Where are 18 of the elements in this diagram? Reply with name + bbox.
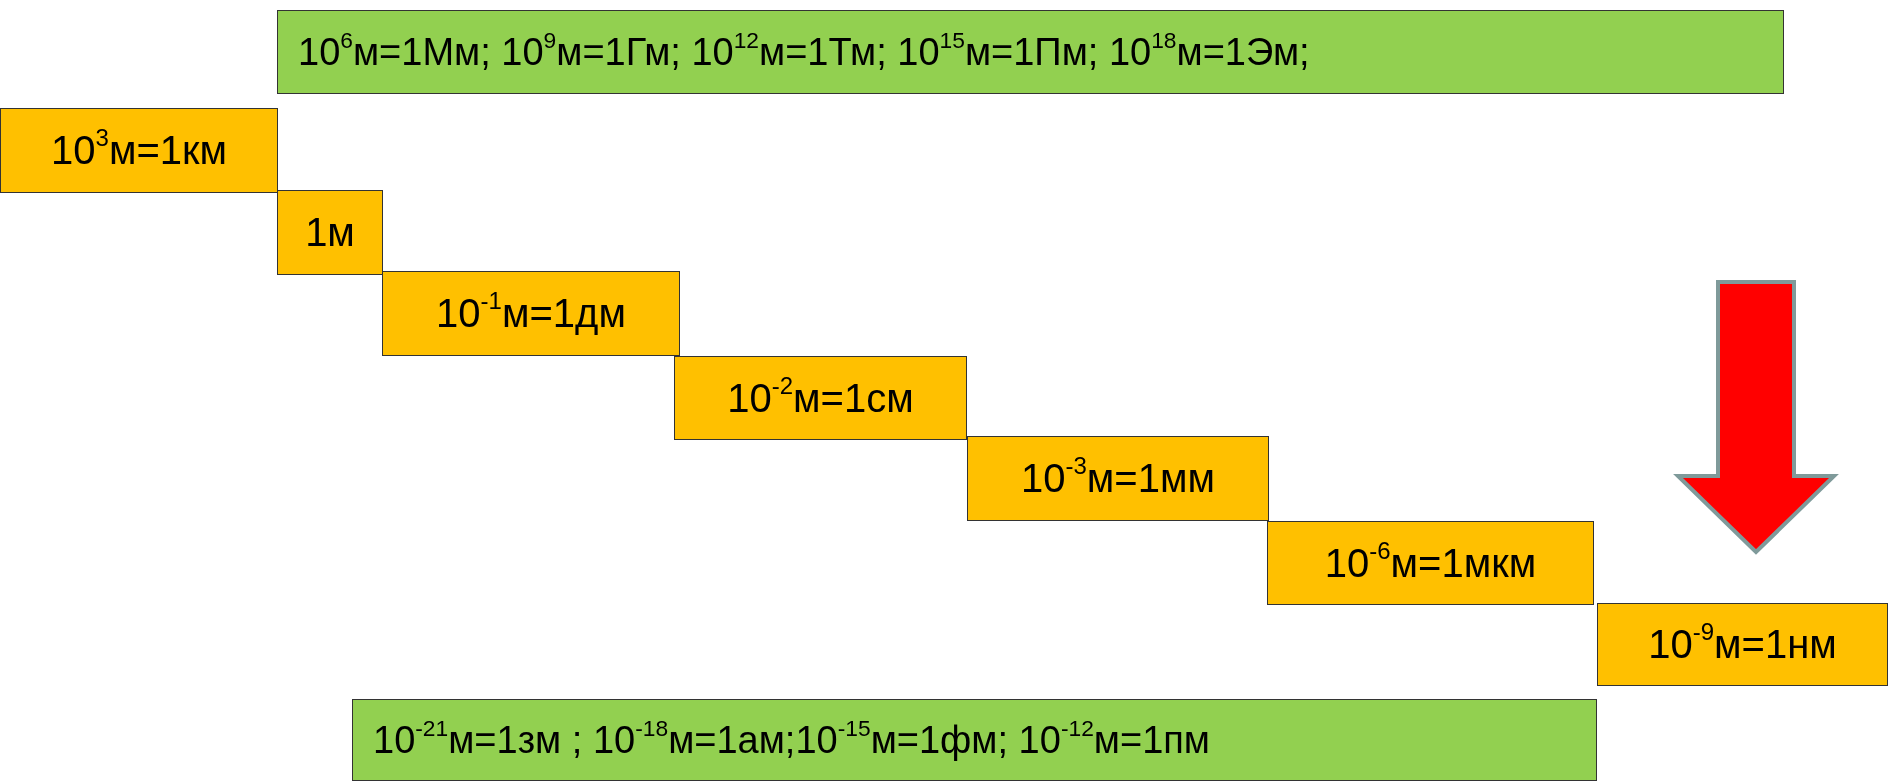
unit-text: 10$^{-21}$м=1зм ; 10$^{-18}$м=1ам;10$^{-15}$м=1фм; 10$^{-12}$м=1пм [373,718,1210,762]
unit-text: 10$^{-1}$м=1дм [436,291,626,336]
unit-text: 10$^{-9}$м=1нм [1648,622,1837,667]
unit-box [967,436,1269,521]
unit-text: 1м [305,210,355,255]
unit-box [674,356,967,440]
unit-box [382,271,680,356]
unit-box [277,190,383,275]
unit-box [1597,603,1888,686]
unit-text: 10$^{6}$м=1Мм; 10$^{9}$м=1Гм; 10$^{12}$м=1Тм; 10$^{15}$м=1Пм; 10$^{18}$м=1Эм; [298,30,1310,74]
unit-banner [352,699,1597,781]
unit-box [0,108,278,193]
unit-text: 10$^{3}$м=1км [51,128,227,173]
unit-text: 10$^{-6}$м=1мкм [1324,540,1537,586]
unit-box [1267,521,1594,605]
unit-text: 10$^{-2}$м=1см [727,375,914,421]
unit-text: 10$^{-3}$м=1мм [1021,456,1215,501]
unit-banner [277,10,1784,94]
